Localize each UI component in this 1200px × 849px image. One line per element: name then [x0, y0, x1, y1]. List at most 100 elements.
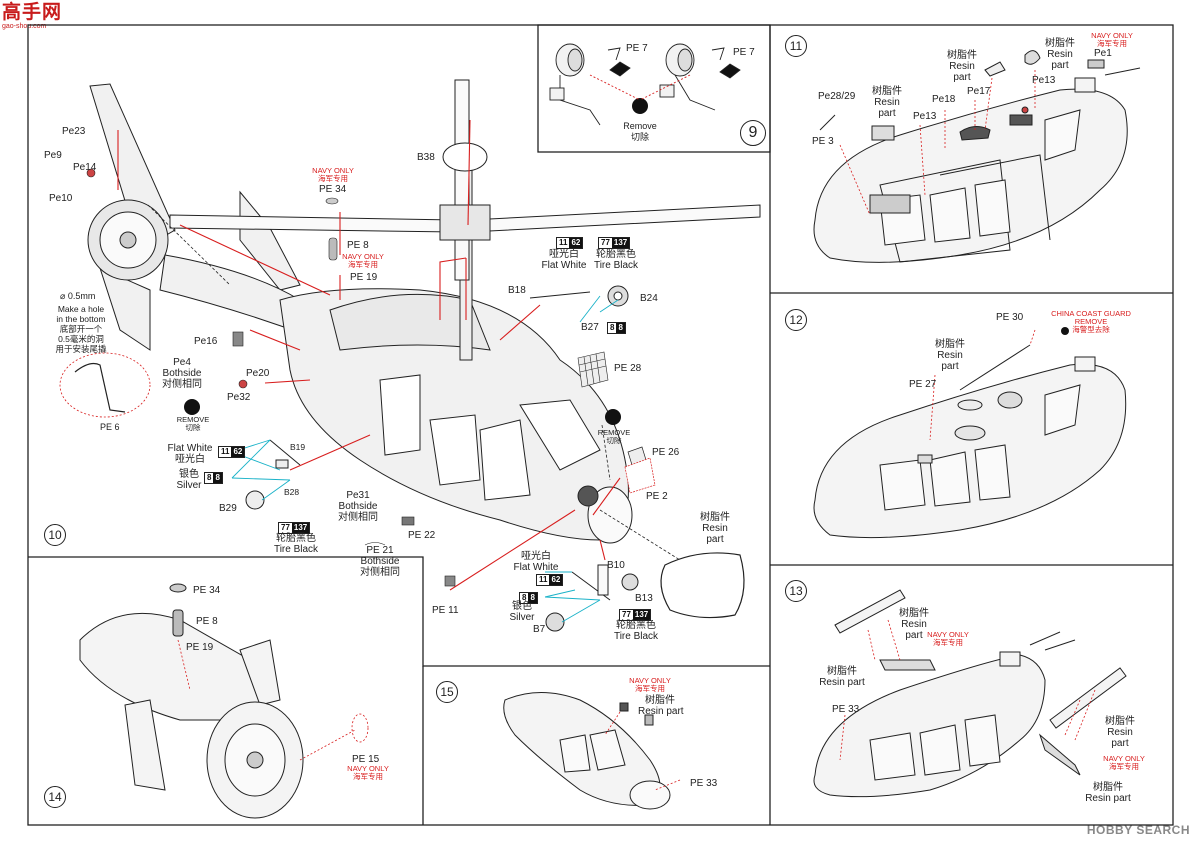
resin-cn: 树脂件 — [1105, 716, 1135, 727]
label-navy-only-11: NAVY ONLY 海军专用 — [1088, 32, 1136, 48]
resin-cn: 树脂件 — [1045, 38, 1075, 49]
navy-en: NAVY ONLY — [347, 764, 389, 773]
label-remove-9: Remove 切除 — [622, 121, 658, 143]
label-pe32: Pe32 — [227, 392, 251, 403]
label-resin-13-a: 树脂件 Resin part — [896, 608, 932, 641]
step14-tail — [79, 583, 304, 819]
label-pe13-a: Pe13 — [913, 111, 937, 122]
label-hole-size: ⌀ 0.5mm — [60, 291, 96, 301]
part-en: part — [878, 108, 896, 119]
chip-code: 11 — [557, 238, 570, 248]
chip-code: 8 — [616, 323, 625, 333]
silver-en: Silver — [176, 480, 202, 491]
part-en: part — [1051, 60, 1069, 71]
flat-white-en: Flat White — [513, 562, 559, 573]
resin-cn: 树脂件 — [827, 666, 857, 677]
navy-cn: 海军专用 — [635, 684, 665, 693]
resin-cn: 树脂件 — [1093, 782, 1123, 793]
chip-code: 137 — [611, 238, 630, 248]
label-navy-only-14: NAVY ONLY 海军专用 — [342, 765, 394, 781]
label-pe9: Pe9 — [44, 150, 62, 161]
label-pe19: PE 19 — [350, 272, 378, 283]
label-pe8-14: PE 8 — [196, 616, 218, 627]
part-en: part — [905, 630, 923, 641]
remove-cn: 切除 — [185, 423, 201, 432]
label-navy-only-1: NAVY ONLY 海军专用 — [310, 167, 356, 183]
label-pe13-b: Pe13 — [1032, 75, 1056, 86]
navy-cn: 海军专用 — [933, 638, 963, 647]
label-b29: B29 — [219, 503, 237, 514]
part-en: part — [706, 534, 724, 545]
pe28-grid — [577, 351, 609, 388]
remove-markers — [184, 98, 1069, 425]
tire-black-en: Tire Black — [273, 544, 319, 555]
navy-en: NAVY ONLY — [629, 676, 671, 685]
hole-cn-3: 用于安装尾撬 — [55, 344, 107, 354]
label-resin-13-d: 树脂件 Resin part — [1084, 782, 1132, 804]
label-resin-12: 树脂件 Resin part — [928, 339, 972, 372]
logo-url: gao-shou.com — [2, 23, 47, 30]
step-10-badge: 10 — [44, 524, 66, 546]
hole-en-1: Make a hole — [57, 304, 105, 314]
brand-watermark: HOBBY SEARCH — [1086, 823, 1190, 837]
label-pe34: PE 34 — [319, 184, 347, 195]
label-silver-bottom: 银色 Silver — [505, 601, 539, 623]
resin-en: Resin — [901, 619, 927, 630]
resin-en: Resin — [1047, 49, 1073, 60]
helicopter-main — [87, 79, 761, 544]
step11-fuselage — [813, 50, 1141, 263]
chip-code: 62 — [549, 575, 563, 585]
label-pe19-14: PE 19 — [186, 642, 214, 653]
label-pe16: Pe16 — [194, 336, 218, 347]
step-12-badge: 12 — [785, 309, 807, 331]
resin-part-en: Resin part — [1085, 793, 1131, 804]
chip-code: 8 — [520, 593, 529, 603]
flat-white-cn: 哑光白 — [175, 454, 205, 465]
label-pe26: PE 26 — [652, 447, 680, 458]
label-pe33-13: PE 33 — [832, 704, 860, 715]
step-9-badge: 9 — [740, 120, 766, 146]
step-14-badge: 14 — [44, 786, 66, 808]
remove-en: REMOVE — [597, 428, 631, 437]
note-drill-hole: Make a hole in the bottom 底部开一个 0.5毫米的洞 … — [48, 304, 114, 354]
navy-en: NAVY ONLY — [1091, 31, 1133, 40]
label-pe3: PE 3 — [812, 136, 834, 147]
resin-cn: 树脂件 — [645, 695, 675, 706]
bothside-en: Bothside — [162, 368, 202, 379]
chip-code: 77 — [599, 238, 612, 248]
label-flat-white-top: 哑光白 Flat White — [534, 249, 594, 271]
bothside-cn: 对侧相同 — [338, 512, 378, 523]
label-tire-black-top: 轮胎黑色 Tire Black — [586, 249, 646, 271]
pe21: PE 21 — [366, 545, 394, 556]
label-pe15: PE 15 — [352, 754, 380, 765]
panel-9-art — [549, 43, 741, 126]
step12-fuselage — [813, 344, 1127, 539]
label-pe6: PE 6 — [100, 422, 120, 432]
label-pe28-29: Pe28/29 — [818, 91, 856, 102]
label-pe7-left: PE 7 — [626, 43, 648, 54]
resin-cn: 树脂件 — [872, 86, 902, 97]
bothside-cn: 对侧相同 — [360, 567, 400, 578]
resin-part-en: Resin part — [819, 677, 865, 688]
chip-code: 62 — [569, 238, 583, 248]
chip-code: 77 — [279, 523, 292, 533]
label-pe33-15: PE 33 — [690, 778, 718, 789]
silver-cn: 银色 — [512, 601, 532, 612]
tire-black-cn: 轮胎黑色 — [596, 249, 636, 260]
label-b13: B13 — [635, 593, 653, 604]
label-pe11: PE 11 — [432, 605, 459, 616]
ccg-en: CHINA COAST GUARD — [1051, 309, 1131, 318]
bothside-en: Bothside — [338, 501, 378, 512]
navy-en: NAVY ONLY — [1103, 754, 1145, 763]
hole-cn-2: 0.5毫米的洞 — [58, 334, 104, 344]
pe31: Pe31 — [346, 490, 370, 501]
label-b27: B27 — [581, 322, 599, 333]
label-pe17: Pe17 — [967, 86, 991, 97]
navy-cn: 海军专用 — [353, 772, 383, 781]
navy-en: NAVY ONLY — [312, 166, 354, 175]
